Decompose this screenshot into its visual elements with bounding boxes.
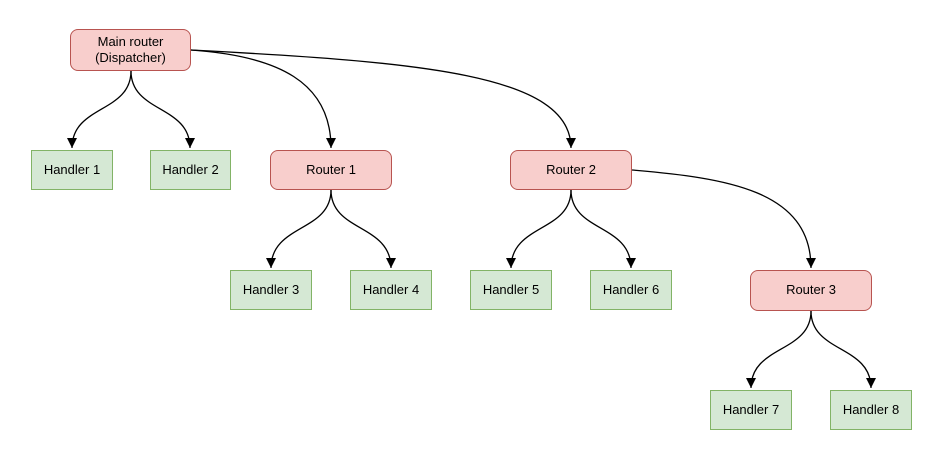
- edge-router-2-to-router-3: [631, 169, 816, 269]
- edge-main-router-to-router-1: [190, 49, 336, 149]
- node-handler-4-label: Handler 4: [362, 281, 420, 297]
- edge-main-router-to-handler-1: [67, 70, 132, 149]
- node-router-1: Router 1: [270, 150, 392, 190]
- node-handler-6-label: Handler 6: [602, 281, 660, 297]
- node-router-2-label: Router 2: [546, 161, 596, 177]
- node-handler-3-label: Handler 3: [242, 281, 300, 297]
- edge-router-2-to-handler-5: [506, 189, 572, 269]
- node-handler-4: Handler 4: [350, 270, 432, 310]
- node-main-router: Main router (Dispatcher): [70, 29, 191, 71]
- node-handler-1-label: Handler 1: [43, 161, 101, 177]
- edge-router-3-to-handler-7: [746, 310, 812, 389]
- node-handler-2-label: Handler 2: [162, 161, 219, 177]
- edge-main-router-to-router-2: [190, 49, 576, 149]
- node-handler-1: Handler 1: [31, 150, 113, 190]
- node-handler-3: Handler 3: [230, 270, 312, 310]
- edge-router-1-to-handler-3: [266, 189, 332, 269]
- node-handler-8: Handler 8: [830, 390, 912, 430]
- node-handler-2: Handler 2: [150, 150, 231, 190]
- node-handler-5-label: Handler 5: [482, 281, 540, 297]
- node-handler-6: Handler 6: [590, 270, 672, 310]
- node-handler-7: Handler 7: [710, 390, 792, 430]
- node-router-2: Router 2: [510, 150, 632, 190]
- node-handler-5: Handler 5: [470, 270, 552, 310]
- edge-router-3-to-handler-8: [810, 310, 876, 389]
- node-router-3: Router 3: [750, 270, 872, 311]
- node-main-router-label: Main router (Dispatcher): [95, 33, 166, 65]
- node-router-3-label: Router 3: [786, 282, 836, 298]
- node-handler-8-label: Handler 8: [842, 401, 900, 417]
- edge-main-router-to-handler-2: [130, 70, 195, 149]
- edge-router-1-to-handler-4: [330, 189, 396, 269]
- node-router-1-label: Router 1: [306, 161, 356, 177]
- edge-router-2-to-handler-6: [570, 189, 636, 269]
- node-handler-7-label: Handler 7: [722, 401, 780, 417]
